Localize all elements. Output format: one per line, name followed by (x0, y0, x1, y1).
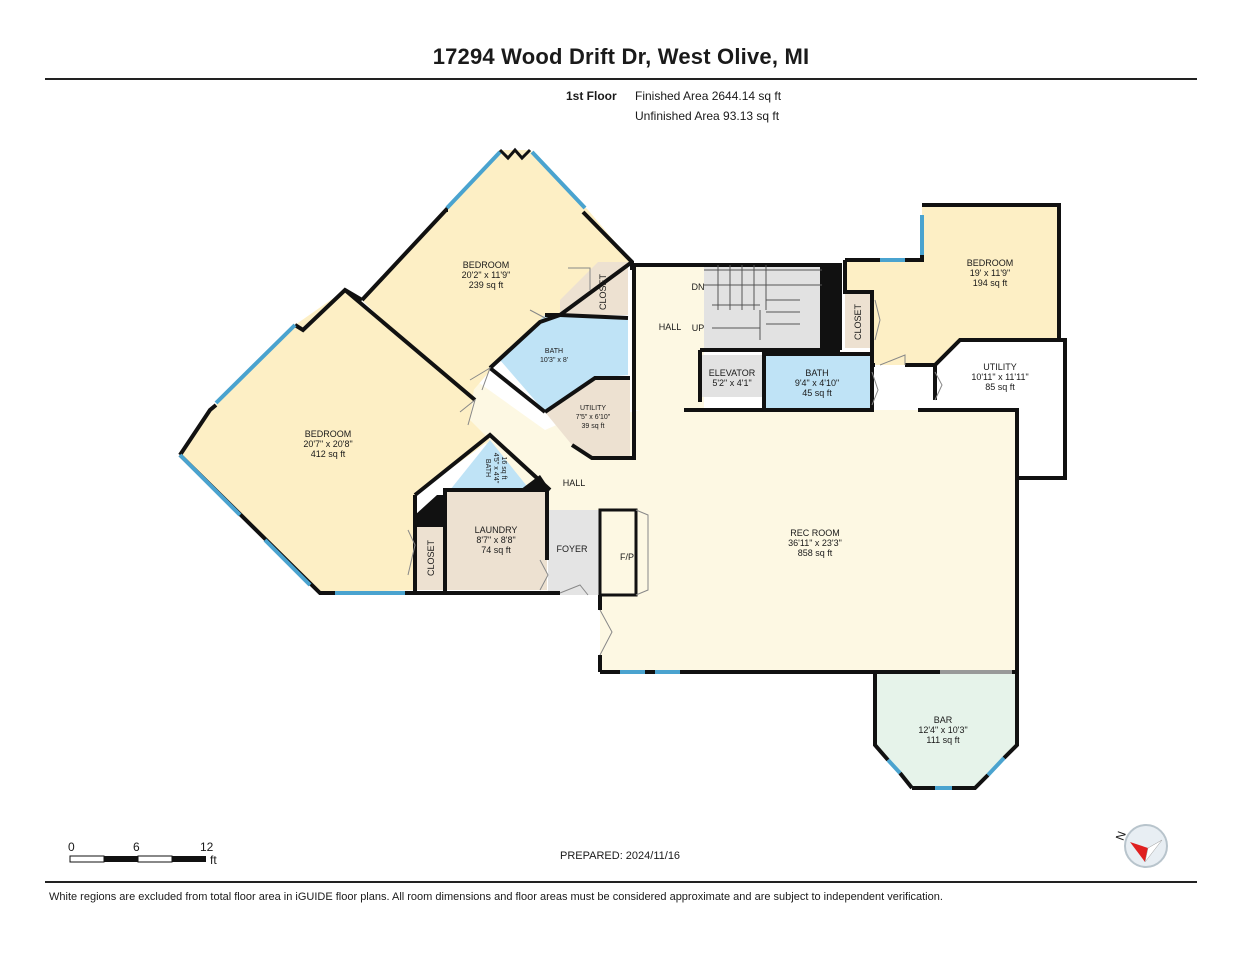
bedroom-top-dims: 20'2" x 11'9" (462, 270, 511, 280)
rec-room-dims: 36'11" x 23'3" (788, 538, 842, 548)
closet-top-label: CLOSET (598, 273, 608, 310)
laundry-dims: 8'7" x 8'8" (476, 535, 515, 545)
scale-label-12: 12 (200, 840, 214, 854)
compass-north-label: N (1113, 829, 1129, 842)
room-fills (180, 150, 1063, 788)
closet-left-fill (417, 527, 445, 590)
footer-divider (45, 881, 1197, 883)
disclaimer: White regions are excluded from total fl… (49, 891, 943, 903)
unfinished-area: Unfinished Area 93.13 sq ft (635, 109, 780, 123)
closet-right-fill (845, 292, 872, 348)
utility-right-area: 85 sq ft (985, 382, 1015, 392)
bath-center-fill (765, 355, 870, 408)
stair-up-label: UP (692, 323, 705, 333)
utility-small-dims: 7'5" x 6'10" (576, 414, 611, 421)
laundry-area: 74 sq ft (481, 545, 511, 555)
utility-small-name: UTILITY (580, 405, 606, 412)
hall-upper-label: HALL (659, 322, 682, 332)
bath-small-area: 16 sq ft (500, 457, 507, 480)
foyer-label: FOYER (556, 544, 588, 554)
scale-label-0: 0 (68, 840, 75, 854)
compass-needle-icon (1130, 842, 1148, 862)
bedroom-top-fill (362, 150, 632, 400)
windows (178, 150, 1006, 790)
bedroom-top-name: BEDROOM (463, 260, 510, 270)
compass-ring (1124, 824, 1168, 868)
closet-right-label: CLOSET (853, 303, 863, 340)
scale-bar: 0 6 12 ft (68, 840, 217, 867)
bedroom-left-area: 412 sq ft (311, 449, 346, 459)
rec-room-name: REC ROOM (790, 528, 840, 538)
bedroom-right-dims: 19' x 11'9" (970, 268, 1011, 278)
bath-center-area: 45 sq ft (802, 388, 832, 398)
floor-label: 1st Floor (566, 89, 617, 103)
bath-small-fill (450, 440, 530, 490)
elevator-name: ELEVATOR (709, 368, 756, 378)
bedroom-right-name: BEDROOM (967, 258, 1014, 268)
bath-small-name: BATH (484, 459, 491, 477)
laundry-fill (447, 490, 547, 590)
bar-area: 111 sq ft (926, 735, 960, 745)
elevator-dims: 5'2" x 4'1" (712, 378, 751, 388)
utility-small-area: 39 sq ft (582, 423, 605, 430)
stair-down-label: DN (692, 282, 705, 292)
walls (178, 203, 1067, 790)
laundry-name: LAUNDRY (475, 525, 518, 535)
compass: N (1113, 824, 1168, 868)
closet-left-label: CLOSET (426, 539, 436, 576)
hall-upper-fill (634, 265, 704, 410)
utility-right-name: UTILITY (983, 362, 1017, 372)
hall-lower-label: HALL (563, 478, 586, 488)
utility-right-dims: 10'11" x 11'11" (971, 372, 1028, 382)
title-divider (45, 78, 1197, 80)
stair-treads (704, 265, 822, 340)
bath-upper-name: BATH (545, 348, 563, 355)
bedroom-left-dims: 20'7" x 20'8" (303, 439, 352, 449)
bar-name: BAR (934, 715, 953, 725)
bath-small-dims: 4'5" x 4'4" (492, 453, 499, 484)
bedroom-left-fill (180, 290, 490, 593)
bedroom-top-area: 239 sq ft (469, 280, 504, 290)
wall-solids (415, 265, 840, 527)
door-swings (407, 267, 943, 656)
foyer-fill (548, 510, 600, 595)
bedroom-right-area: 194 sq ft (973, 278, 1008, 288)
bedroom-right-fill (845, 205, 1057, 365)
bath-center-dims: 9'4" x 4'10" (795, 378, 839, 388)
room-labels: BEDROOM 20'2" x 11'9" 239 sq ft BEDROOM … (303, 258, 1028, 745)
bath-center-name: BATH (805, 368, 828, 378)
bedroom-left-name: BEDROOM (305, 429, 352, 439)
bar-fill (875, 672, 1017, 788)
bath-upper-dims: 10'3" x 8' (540, 357, 568, 364)
finished-area: Finished Area 2644.14 sq ft (635, 89, 782, 103)
bay-notch (498, 147, 532, 161)
stairs-fill (704, 265, 822, 350)
scale-unit: ft (210, 853, 217, 867)
scale-label-6: 6 (133, 840, 140, 854)
prepared-date: PREPARED: 2024/11/16 (560, 850, 681, 862)
bar-dims: 12'4" x 10'3" (918, 725, 967, 735)
bath-upper-fill (500, 315, 628, 412)
fireplace-label: F/P (620, 552, 634, 562)
elevator-fill (702, 355, 762, 397)
rec-room-area: 858 sq ft (798, 548, 833, 558)
plan-title: 17294 Wood Drift Dr, West Olive, MI (432, 44, 810, 69)
